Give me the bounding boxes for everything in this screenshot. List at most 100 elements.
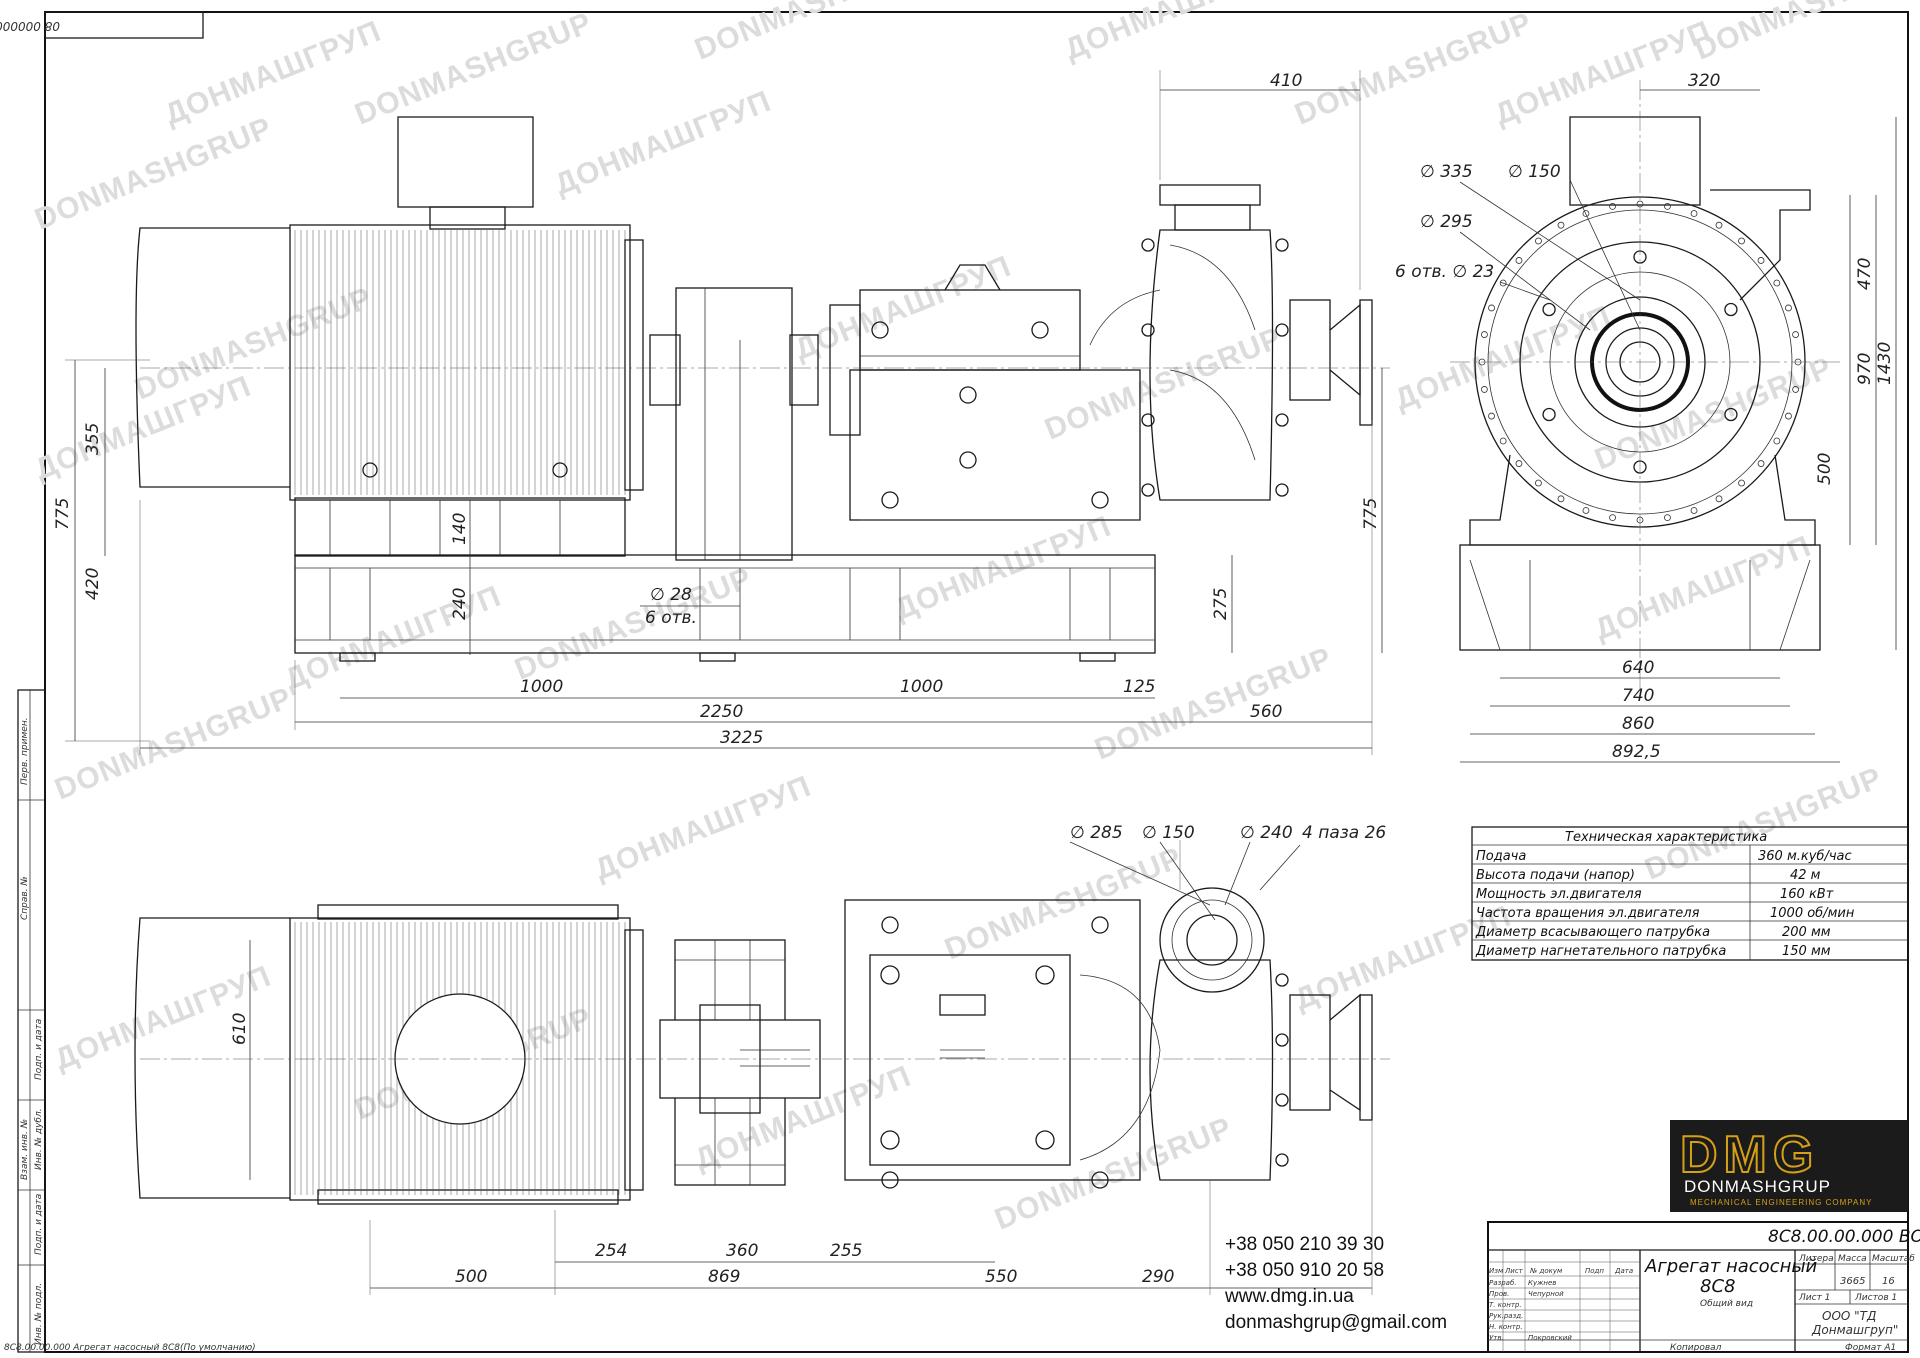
dim-label: 255 [830, 1241, 862, 1261]
role-label: Утв. [1489, 1334, 1504, 1342]
watermark: ДОНМАШГРУП [550, 85, 776, 202]
format-label: Формат А1 [1845, 1343, 1896, 1353]
website: www.dmg.in.ua [1224, 1286, 1354, 1307]
spec-value: 360 м.куб/час [1758, 849, 1852, 864]
spec-label: Частота вращения эл.двигателя [1476, 906, 1700, 921]
side-view: 320 ∅ 335 ∅ 150 ∅ 295 6 отв. ∅ 23 470 97… [1395, 71, 1897, 763]
dim-label: 640 [1622, 658, 1654, 678]
dim-label: 240 [450, 588, 470, 620]
role-label: Т. контр. [1489, 1301, 1522, 1309]
flange-bolt [1738, 479, 1745, 487]
plan-motor-end [134, 917, 290, 1199]
dim-label: 500 [1815, 453, 1835, 485]
bolt-hole [1542, 302, 1556, 317]
drawing-code: 8С8.00.00.000 ВО [1768, 1227, 1920, 1247]
flange-bolt [1488, 412, 1495, 420]
drawing-name-1: Агрегат насосный [1644, 1256, 1818, 1277]
title-block: 8С8.00.00.000 ВО Агрегат насосный 8С8 Об… [1487, 1221, 1920, 1353]
copied-label: Копировал [1670, 1343, 1722, 1353]
watermark: ДОНМАШГРУП [280, 580, 506, 697]
flange-bolt [1582, 210, 1590, 217]
dim-label: 355 [83, 423, 103, 455]
dim-label: 970 [1855, 353, 1875, 385]
hole-diameter: ∅ 28 [650, 585, 692, 605]
dim-label: 500 [455, 1267, 487, 1287]
mass-value: 3665 [1840, 1276, 1865, 1287]
litera-header: Литера [1798, 1254, 1834, 1264]
sheet-frame [44, 11, 1909, 1353]
pump-casing [1149, 229, 1274, 501]
watermark: DONMASHGRUP [510, 561, 757, 686]
plan-pump-casing [1149, 959, 1274, 1181]
sheets-count: Листов 1 [1854, 1293, 1897, 1303]
flange-bolt [1757, 460, 1765, 467]
dim-label: 775 [53, 498, 73, 530]
person-name: Покровский [1528, 1334, 1572, 1342]
dim-label: 869 [708, 1267, 740, 1287]
dim-label: 6 отв. ∅ 23 [1395, 262, 1494, 282]
person-name: Кужнев [1528, 1279, 1556, 1287]
flange-bolt [1792, 331, 1799, 338]
spec-table-title: Техническая характеристика [1565, 830, 1767, 845]
side-bolt-circle [1478, 200, 1802, 524]
flange-bolt [1773, 437, 1781, 445]
spec-label: Диаметр нагнетательного патрубка [1475, 944, 1726, 959]
flange-bolt [1664, 514, 1671, 521]
role-label: Подп [1585, 1267, 1604, 1275]
flange-bolt [1785, 304, 1792, 312]
suction-nozzle [1289, 299, 1331, 401]
dim-label: 2250 [700, 702, 743, 722]
company-2: Донмашгруп" [1811, 1323, 1898, 1337]
dim-label: ∅ 295 [1420, 212, 1473, 232]
flange-bolt [1773, 279, 1781, 287]
dim-label: 254 [595, 1241, 627, 1261]
role-label: Рук.разд. [1489, 1312, 1523, 1320]
dim-label: 550 [985, 1267, 1017, 1287]
company-1: ООО "ТД [1822, 1309, 1876, 1323]
flange-bolt [1488, 304, 1495, 312]
dim-label: 1000 [900, 677, 943, 697]
bolt-hole [1724, 302, 1738, 317]
motor-end-cap [135, 227, 290, 488]
dim-label: ∅ 285 [1070, 823, 1123, 843]
watermark: ДОНМАШГРУП [1060, 0, 1286, 66]
spec-value: 150 мм [1782, 944, 1831, 959]
flange-bolt [1738, 237, 1745, 245]
dim-label: 470 [1855, 258, 1875, 290]
dim-label: ∅ 150 [1142, 823, 1195, 843]
person-name: Чепурной [1528, 1290, 1564, 1298]
company-logo: DMG DONMASHGRUP MECHANICAL ENGINEERING C… [1670, 1120, 1908, 1212]
phone-1: +38 050 210 39 30 [1225, 1234, 1384, 1255]
dim-label: 4 паза 26 [1302, 823, 1386, 843]
dim-label: 420 [83, 568, 103, 600]
spec-value: 42 м [1790, 868, 1821, 883]
dim-label: 860 [1622, 714, 1654, 734]
dim-label: 1430 [1875, 342, 1895, 385]
spec-value: 1000 об/мин [1770, 906, 1855, 921]
watermark: DONMASHGRUP [50, 681, 297, 806]
dim-label: 775 [1361, 498, 1381, 530]
spec-label: Диаметр всасывающего патрубка [1475, 925, 1710, 940]
flange-bolt [1715, 221, 1723, 229]
side-stamp-5: Взам. инв. № [20, 1119, 30, 1180]
dim-label: 740 [1622, 686, 1654, 706]
dim-label: 410 [1270, 71, 1302, 91]
role-label: Лист [1504, 1267, 1524, 1275]
front-view: 410 355 775 420 140 240 275 775 ∅ 28 6 о… [53, 70, 1390, 755]
dim-label: 290 [1142, 1267, 1174, 1287]
stamp-box-top [44, 11, 204, 39]
bolt-hole [1724, 407, 1738, 422]
footer-note: 8С8.00.00.000 Агрегат насосный 8С8(По ум… [4, 1343, 256, 1353]
dim-label: 320 [1688, 71, 1720, 91]
motor-body [289, 224, 631, 501]
watermark: ДОНМАШГРУП [1590, 530, 1816, 647]
spec-label: Подача [1476, 849, 1526, 864]
contacts: +38 050 210 39 30 +38 050 910 20 58 www.… [1224, 1234, 1447, 1333]
side-stamp-6: Подп. и дата [34, 1194, 44, 1255]
flange-bolt [1664, 203, 1671, 210]
watermark: DONMASHGRUP [130, 281, 377, 406]
dim-label: 3225 [720, 728, 763, 748]
dim-label: ∅ 240 [1240, 823, 1293, 843]
flange-bolt [1582, 507, 1590, 514]
